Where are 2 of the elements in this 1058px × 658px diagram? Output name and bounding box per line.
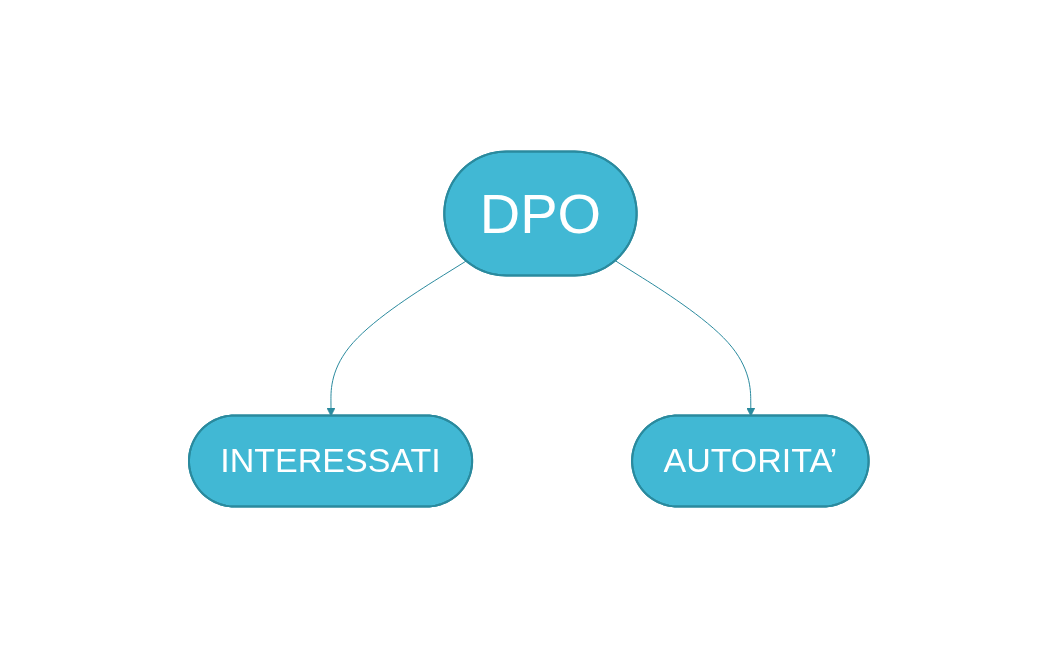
arrow <box>615 260 756 417</box>
arrow <box>326 260 467 417</box>
